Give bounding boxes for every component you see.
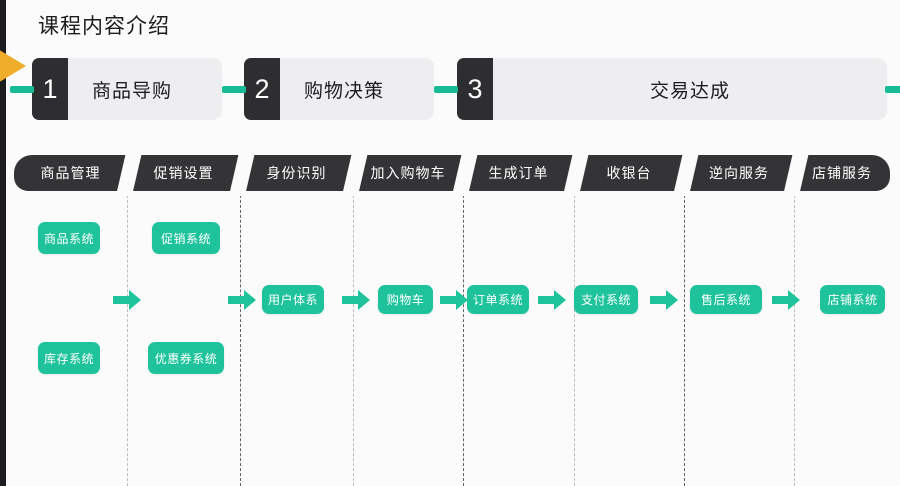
stage-label-3: 交易达成: [493, 58, 887, 120]
stage-connector-2: [222, 86, 246, 93]
column-header-4[interactable]: 加入购物车: [353, 155, 463, 191]
stage-connector-4: [885, 86, 900, 93]
system-node[interactable]: 促销系统: [152, 222, 220, 254]
orange-triangle-icon: [0, 42, 26, 90]
column-header-2[interactable]: 促销设置: [127, 155, 240, 191]
stage-label-2: 购物决策: [280, 58, 434, 120]
flow-arrow-icon: [772, 290, 800, 310]
stage-number-1: 1: [32, 58, 68, 120]
stage-connector-1: [10, 86, 34, 93]
flow-arrow-icon: [650, 290, 678, 310]
column-header-6[interactable]: 收银台: [574, 155, 684, 191]
stage-label-1: 商品导购: [68, 58, 222, 120]
column-divider-2: [240, 190, 241, 486]
column-header-5[interactable]: 生成订单: [463, 155, 574, 191]
stage-connector-3: [434, 86, 458, 93]
flow-arrow-icon: [228, 290, 256, 310]
column-divider-1: [127, 190, 128, 486]
phase-header-ribbon: 商品管理促销设置身份识别加入购物车生成订单收银台逆向服务店铺服务: [0, 152, 900, 196]
system-node[interactable]: 用户体系: [262, 285, 324, 314]
column-divider-5: [574, 190, 575, 486]
column-header-1[interactable]: 商品管理: [14, 155, 127, 191]
column-divider-3: [353, 190, 354, 486]
system-node[interactable]: 商品系统: [38, 222, 100, 254]
column-header-3[interactable]: 身份识别: [240, 155, 353, 191]
system-node[interactable]: 支付系统: [574, 285, 638, 314]
flow-arrow-icon: [113, 290, 141, 310]
system-node[interactable]: 库存系统: [38, 342, 100, 374]
flow-arrow-icon: [440, 290, 468, 310]
column-header-8[interactable]: 店铺服务: [794, 155, 890, 191]
system-node[interactable]: 店铺系统: [820, 285, 885, 314]
column-divider-7: [794, 190, 795, 486]
stage-number-3: 3: [457, 58, 493, 120]
flow-arrow-icon: [342, 290, 370, 310]
column-header-7[interactable]: 逆向服务: [684, 155, 794, 191]
system-node[interactable]: 售后系统: [690, 285, 762, 314]
left-edge-strip: [0, 0, 6, 486]
stage-number-2: 2: [244, 58, 280, 120]
column-divider-4: [463, 190, 464, 486]
flow-arrow-icon: [538, 290, 566, 310]
system-node[interactable]: 订单系统: [467, 285, 529, 314]
system-node[interactable]: 优惠券系统: [148, 342, 224, 374]
column-divider-6: [684, 190, 685, 486]
system-node[interactable]: 购物车: [378, 285, 433, 314]
page-title: 课程内容介绍: [38, 15, 170, 38]
